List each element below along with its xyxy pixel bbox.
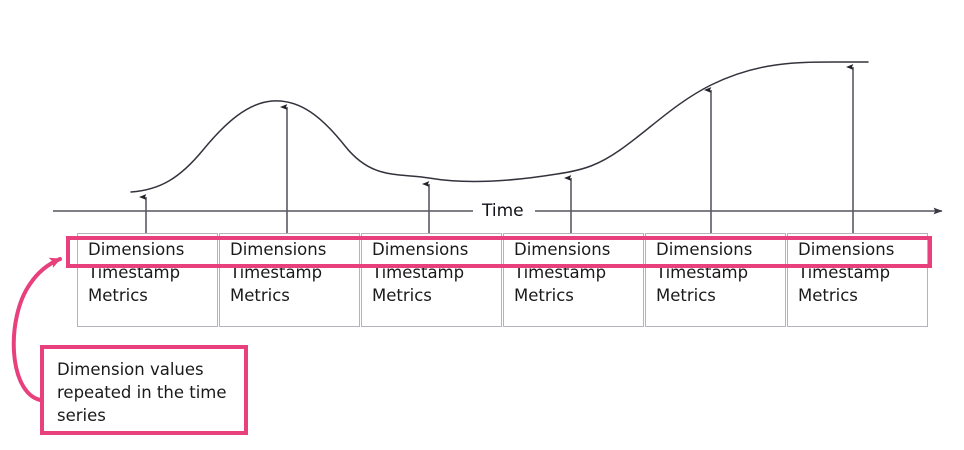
record-metrics-label: Metrics — [88, 286, 148, 305]
dimensions-row-highlight — [66, 236, 932, 268]
callout-box: Dimension values repeated in the time se… — [40, 345, 248, 435]
time-axis-label: Time — [475, 200, 531, 222]
record-box-5[interactable]: Dimensions Timestamp Metrics — [645, 233, 786, 327]
record-metrics-label: Metrics — [372, 286, 432, 305]
record-box-3[interactable]: Dimensions Timestamp Metrics — [361, 233, 502, 327]
time-series-curve — [130, 61, 869, 193]
record-metrics-label: Metrics — [656, 286, 716, 305]
record-dimensions-label: Dimensions — [798, 240, 895, 259]
record-dimensions-label: Dimensions — [514, 240, 611, 259]
record-dimensions-label: Dimensions — [372, 240, 469, 259]
record-metrics-label: Metrics — [514, 286, 574, 305]
record-dimensions-label: Dimensions — [656, 240, 753, 259]
record-metrics-label: Metrics — [798, 286, 858, 305]
record-dimensions-label: Dimensions — [230, 240, 327, 259]
callout-connector-arrow — [11, 257, 62, 402]
record-metrics-label: Metrics — [230, 286, 290, 305]
record-box-6[interactable]: Dimensions Timestamp Metrics — [787, 233, 928, 327]
record-dimensions-label: Dimensions — [88, 240, 185, 259]
callout-text: Dimension values repeated in the time se… — [57, 360, 227, 425]
